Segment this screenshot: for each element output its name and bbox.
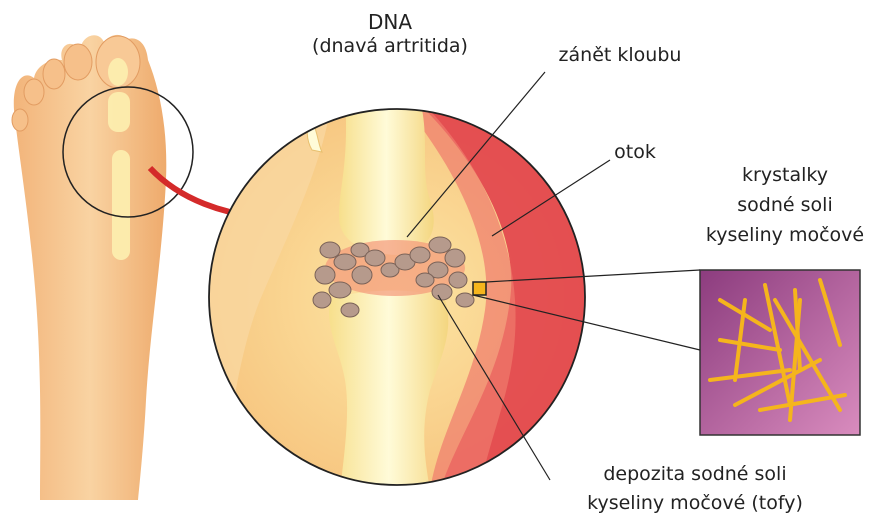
label-joint-inflammation: zánět kloubu [520,43,720,67]
label-crystals-line: sodné soli [690,190,874,220]
magnified-joint [200,95,600,490]
second-toe [64,44,92,80]
label-crystals-line: kyseliny močové [690,220,874,250]
label-deposits-line: kyseliny močové (tofy) [545,489,845,518]
title: DNA [300,10,480,34]
foot [12,35,193,500]
label-crystals: krystalky sodné soli kyseliny močové [690,160,874,250]
label-deposits-line: depozita sodné soli [545,460,845,489]
fifth-toe [12,109,28,131]
fourth-toe [24,79,44,105]
diagram-title: DNA (dnavá artritida) [300,10,480,58]
third-toe [43,59,65,89]
subtitle: (dnavá artritida) [300,34,480,58]
label-swelling: otok [585,140,685,164]
label-crystals-line: krystalky [690,160,874,190]
crystal-marker [473,282,486,295]
upper-bone [339,100,434,255]
crystal-panel [700,270,860,435]
label-deposits: depozita sodné soli kyseliny močové (tof… [545,460,845,518]
